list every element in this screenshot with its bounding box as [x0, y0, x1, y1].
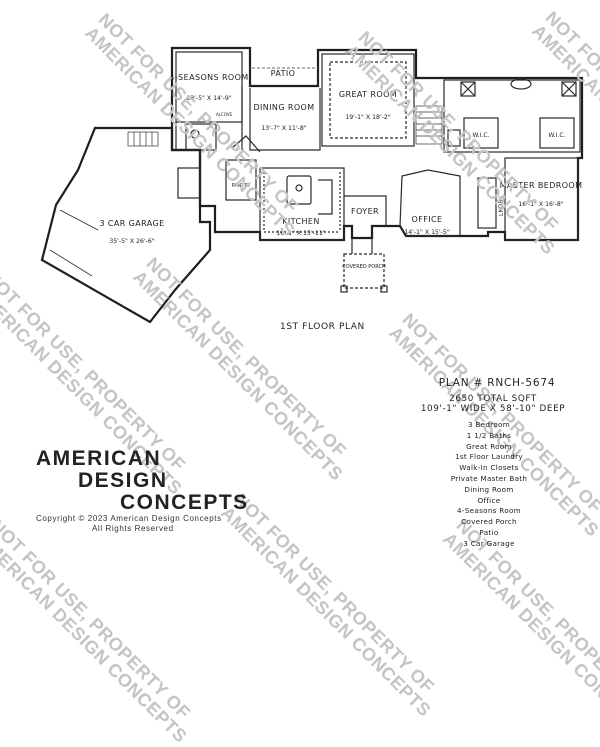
feature-item: Office: [477, 495, 501, 505]
pantry-wall: [225, 159, 257, 201]
master-label: MASTER BEDROOM: [500, 181, 583, 190]
kitchen-dim: 16'-1" X 15'-11": [276, 230, 325, 237]
office-wall: [399, 169, 461, 237]
plan-spec-block: PLAN # RNCH-5674: [422, 377, 572, 389]
feature-item: 3 Bedroom: [467, 420, 511, 429]
total-sqft: 2650 TOTAL SQFT: [449, 394, 537, 404]
floor-plan-title: 1ST FLOOR PLAN: [280, 322, 365, 332]
kitchen-label: KITCHEN: [282, 217, 319, 226]
stair: [415, 105, 443, 145]
great-room-dim: 19'-1" X 18'-2": [345, 114, 391, 121]
wic-left-label: W.I.C.: [473, 132, 490, 139]
patio-label: PATIO: [271, 69, 296, 78]
feature-item: 4-Seasons Room: [457, 506, 521, 516]
wic-right-label: W.I.C.: [549, 132, 566, 139]
office-dim: 14'-1" X 15'-5": [404, 229, 450, 236]
plan-size-block: 2650 TOTAL SQFT 109'-1" WIDE X 58'-10" D…: [408, 394, 578, 414]
plan-number: PLAN # RNCH-5674: [438, 377, 556, 389]
wic-left-wall: [463, 117, 499, 149]
covered-porch-label: COVERED PORCH: [342, 264, 386, 270]
feature-item: 1st Floor Laundry: [455, 452, 523, 462]
dining-room-wall: [249, 88, 321, 151]
plan-dimensions: 109'-1" WIDE X 58'-10" DEEP: [420, 404, 566, 414]
covered-porch: [343, 253, 385, 289]
great-room-wall: [321, 53, 415, 147]
brand-line-3: CONCEPTS: [120, 491, 249, 514]
alcove-label: ALCOVE: [216, 112, 233, 117]
foyer-wall: [344, 195, 387, 226]
garage-steps: [127, 131, 159, 147]
garage-door-line: [49, 209, 99, 277]
floor-plan-drawing: 4-SEASONS ROOM 13'-5" X 14'-9" ALCOVE PA…: [40, 46, 584, 324]
patio-outline: [249, 67, 319, 86]
wic-right-wall: [539, 117, 575, 149]
feature-item: Dining Room: [464, 484, 514, 494]
office-label: OFFICE: [412, 215, 443, 224]
garage-dim: 35'-5" X 26'-6": [109, 238, 155, 245]
great-room-label: GREAT ROOM: [339, 90, 397, 99]
laundry-wall: [477, 177, 497, 229]
feature-item: Covered Porch: [461, 517, 517, 527]
feature-item: Great Room: [466, 441, 512, 451]
foyer-label: FOYER: [351, 207, 379, 216]
kitchen-island: [286, 175, 312, 205]
pantry-label: PANTRY: [231, 183, 251, 189]
kitchen-wall: [259, 167, 345, 241]
feature-item: Patio: [479, 527, 499, 537]
brand-line-1: AMERICAN: [36, 447, 162, 470]
feature-item: Walk-In Closets: [459, 463, 519, 473]
feature-item: Private Master Bath: [450, 473, 528, 483]
four-seasons-label: 4-SEASONS ROOM: [169, 73, 248, 82]
dining-dim: 13'-7" X 11'-8": [261, 125, 307, 132]
laundry-label: LNDRY: [498, 196, 505, 216]
master-dim: 16'-1" X 16'-8": [518, 201, 564, 208]
master-bath-wall: [443, 79, 581, 153]
dining-label: DINING ROOM: [253, 103, 314, 112]
brand-line-2: DESIGN: [78, 469, 168, 492]
feature-item: 3 Car Garage: [463, 538, 515, 548]
garage-label: 3 CAR GARAGE: [99, 219, 164, 228]
master-bedroom-wall: [504, 157, 579, 241]
copyright-text: Copyright © 2023 American Design Concept…: [36, 514, 222, 523]
feature-item: 1 1/2 Baths: [466, 430, 512, 440]
rights-text: All Rights Reserved: [92, 524, 174, 533]
four-seasons-dim: 13'-5" X 14'-9": [186, 95, 232, 102]
